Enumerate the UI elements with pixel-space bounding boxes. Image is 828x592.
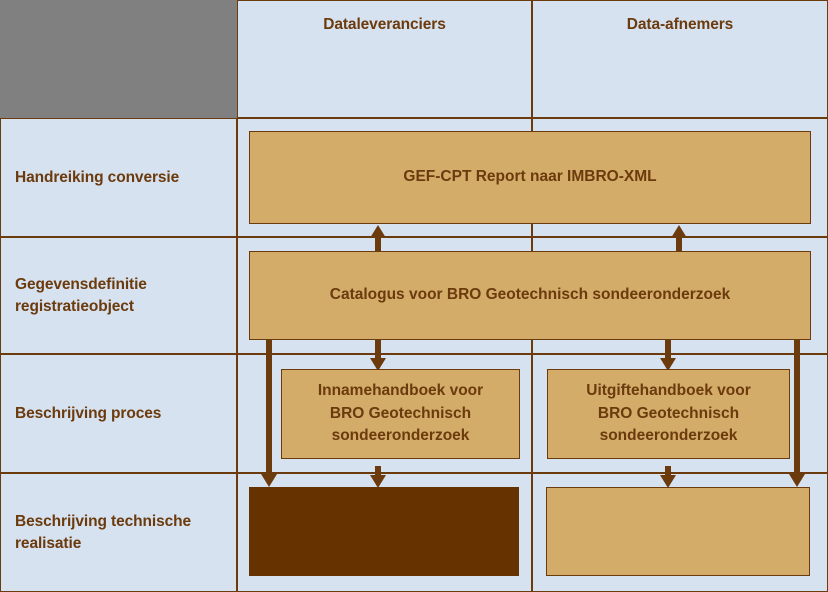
arrowhead-down-icon — [261, 474, 277, 487]
row-header-gegevensdefinitie: Gegevensdefinitie registratieobject — [0, 237, 237, 354]
arrow-catalogus-to-koppelvlak-inname — [261, 340, 277, 487]
arrow-catalogus-to-gefcpt-left — [370, 225, 386, 251]
box-line: BRO Geotechnisch — [597, 404, 740, 422]
arrowhead-up-icon — [370, 225, 386, 238]
box-line: sondeeronderzoek — [331, 427, 470, 445]
arrow-catalogus-to-innamehandboek — [370, 340, 386, 371]
column-header-data-afnemers: Data-afnemers — [532, 0, 828, 118]
row-header-handreiking-conversie-label: Handreiking conversie — [15, 168, 180, 186]
arrowhead-down-icon — [789, 474, 805, 487]
arrowhead-up-icon — [671, 225, 687, 238]
box-koppelvlak-innamewebservice[interactable] — [249, 487, 519, 576]
box-gef-cpt-report[interactable]: GEF-CPT Report naar IMBRO-XML — [249, 131, 811, 224]
box-line: Uitgiftehandboek voor — [586, 382, 751, 400]
box-gef-cpt-report-lines: GEF-CPT Report naar IMBRO-XML — [256, 166, 804, 189]
arrow-shaft — [665, 466, 671, 477]
box-line: Catalogus voor BRO Geotechnisch sondeero… — [329, 286, 731, 304]
arrow-shaft — [375, 236, 381, 251]
arrow-catalogus-to-uitgiftehandboek — [660, 340, 676, 371]
arrow-shaft — [375, 466, 381, 477]
arrowhead-down-icon — [370, 475, 386, 488]
column-header-dataleveranciers-label: Dataleveranciers — [323, 16, 446, 33]
arrow-innamehandboek-to-koppelvlak — [370, 466, 386, 488]
row-header-beschrijving-proces: Beschrijving proces — [0, 354, 237, 473]
arrow-shaft — [266, 340, 272, 476]
box-catalogus-lines: Catalogus voor BRO Geotechnisch sondeero… — [256, 284, 804, 307]
arrowhead-down-icon — [370, 358, 386, 371]
row-header-technische-realisatie: Beschrijving technische realisatie — [0, 473, 237, 592]
row-header-handreiking-conversie: Handreiking conversie — [0, 118, 237, 237]
box-line: GEF-CPT Report naar IMBRO-XML — [403, 168, 657, 186]
box-koppelvlak-uitgiftewebservice[interactable] — [546, 487, 810, 576]
arrow-shaft — [794, 340, 800, 476]
row-header-technische-realisatie-label: Beschrijving technische realisatie — [15, 512, 192, 552]
row-header-gegevensdefinitie-label: Gegevensdefinitie registratieobject — [15, 275, 147, 315]
arrowhead-down-icon — [660, 475, 676, 488]
box-line: sondeeronderzoek — [599, 427, 738, 445]
arrow-shaft — [665, 340, 671, 360]
row-header-beschrijving-proces-label: Beschrijving proces — [15, 404, 162, 422]
arrow-uitgiftehandboek-to-koppelvlak — [660, 466, 676, 488]
grid-corner-cell — [0, 0, 237, 118]
arrow-catalogus-to-koppelvlak-uitgifte — [789, 340, 805, 487]
column-header-dataleveranciers: Dataleveranciers — [237, 0, 532, 118]
box-catalogus[interactable]: Catalogus voor BRO Geotechnisch sondeero… — [249, 251, 811, 340]
box-line: BRO Geotechnisch — [329, 404, 472, 422]
column-header-data-afnemers-label: Data-afnemers — [626, 16, 734, 33]
box-line: Innamehandboek voor — [317, 382, 484, 400]
arrow-catalogus-to-gefcpt-right — [671, 225, 687, 251]
arrow-shaft — [375, 340, 381, 360]
arrowhead-down-icon — [660, 358, 676, 371]
arrow-shaft — [676, 236, 682, 251]
